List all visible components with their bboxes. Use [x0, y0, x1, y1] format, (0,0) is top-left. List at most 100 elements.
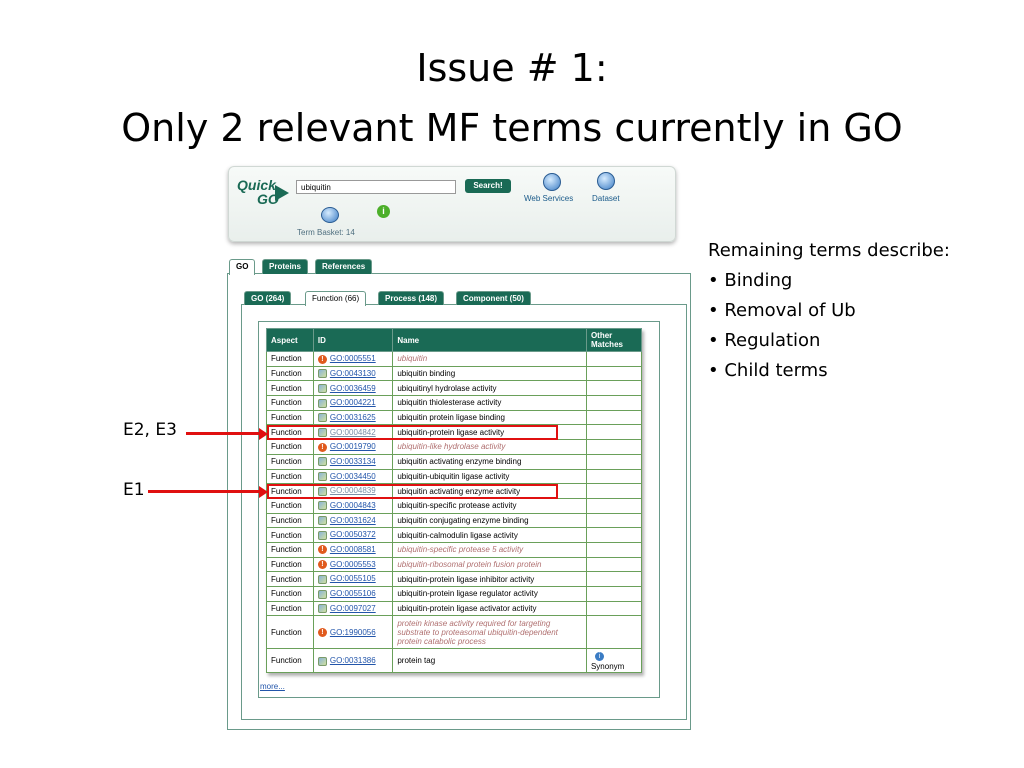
search-input[interactable]: ubiquitin — [296, 180, 456, 194]
term-icon[interactable] — [317, 589, 327, 599]
arrow-e2-e3-head-icon — [259, 428, 268, 440]
tab-references[interactable]: References — [315, 259, 373, 274]
dataset-globe-icon[interactable] — [597, 172, 615, 190]
term-icon[interactable] — [317, 369, 327, 379]
go-id-link[interactable]: GO:0005551 — [329, 354, 376, 364]
go-id-link[interactable]: GO:0033134 — [329, 456, 376, 466]
term-icon[interactable] — [317, 574, 327, 584]
dataset-link[interactable]: Dataset — [592, 194, 620, 203]
info-icon[interactable]: i — [377, 205, 390, 218]
aspect-cell: Function — [266, 512, 314, 529]
synonym-info-icon[interactable]: i — [594, 651, 604, 661]
go-id-link[interactable]: GO:0097027 — [329, 603, 376, 613]
note-bullet-binding: • Binding — [708, 270, 793, 291]
web-services-link[interactable]: Web Services — [524, 194, 574, 203]
warning-icon[interactable]: ! — [317, 545, 327, 555]
term-icon[interactable] — [317, 457, 327, 467]
go-id-link[interactable]: GO:0004839 — [329, 486, 376, 496]
term-icon[interactable] — [317, 413, 327, 423]
term-icon[interactable] — [317, 501, 327, 511]
id-cell: GO:0055105 — [312, 571, 394, 587]
id-cell: !GO:0008581 — [312, 541, 394, 558]
aspect-cell: Function — [266, 468, 314, 485]
tab-proteins[interactable]: Proteins — [262, 259, 309, 274]
term-name-cell: ubiquitin-specific protease activity — [392, 497, 587, 514]
id-cell: GO:0031624 — [312, 512, 394, 529]
go-id-link[interactable]: GO:0004843 — [329, 501, 376, 511]
go-id-link[interactable]: GO:0043130 — [329, 368, 376, 378]
more-link[interactable]: more... — [260, 682, 285, 691]
go-id-link[interactable]: GO:0036459 — [329, 383, 376, 393]
tab-component[interactable]: Component (50) — [456, 291, 531, 305]
go-id-link[interactable]: GO:0008581 — [329, 545, 376, 555]
term-name-cell: protein kinase activity required for tar… — [392, 615, 587, 650]
go-id-link[interactable]: GO:0055105 — [329, 574, 376, 584]
go-id-link[interactable]: GO:0031625 — [329, 412, 376, 422]
warning-icon[interactable]: ! — [317, 560, 327, 570]
tab-process[interactable]: Process (148) — [378, 291, 445, 305]
term-basket-link[interactable]: Term Basket: 14 — [297, 228, 355, 237]
go-id-link[interactable]: GO:0004842 — [329, 427, 376, 437]
header-name: Name — [392, 328, 587, 352]
term-icon[interactable] — [317, 398, 327, 408]
other-matches-cell — [585, 512, 643, 529]
label-e2-e3: E2, E3 — [123, 420, 177, 440]
term-icon[interactable] — [317, 427, 327, 437]
logo-arrow-icon — [275, 185, 289, 201]
quickgo-logo[interactable]: Quick GO — [235, 175, 295, 209]
term-icon[interactable] — [317, 530, 327, 540]
term-icon[interactable] — [317, 472, 327, 482]
other-matches-cell — [585, 497, 643, 514]
id-cell: GO:0004843 — [312, 497, 394, 514]
aspect-cell: Function — [266, 586, 314, 602]
search-button[interactable]: Search! — [465, 179, 511, 193]
term-icon[interactable] — [317, 656, 327, 666]
go-id-link[interactable]: GO:1990056 — [329, 627, 376, 637]
header-other-matches: Other Matches — [585, 328, 643, 352]
header-id: ID — [312, 328, 394, 352]
tab-function[interactable]: Function (66) — [305, 291, 367, 306]
go-id-link[interactable]: GO:0031624 — [329, 515, 376, 525]
other-matches-cell — [585, 556, 643, 573]
warning-icon[interactable]: ! — [317, 354, 327, 364]
tab-go[interactable]: GO — [229, 259, 256, 275]
web-services-globe-icon[interactable] — [543, 173, 561, 191]
warning-icon[interactable]: ! — [317, 442, 327, 452]
tab-go-all[interactable]: GO (264) — [244, 291, 292, 305]
other-matches-cell — [585, 409, 643, 426]
go-id-link[interactable]: GO:0019790 — [329, 442, 376, 452]
term-icon[interactable] — [317, 486, 327, 496]
term-icon[interactable] — [317, 604, 327, 614]
term-icon[interactable] — [317, 383, 327, 393]
term-icon[interactable] — [317, 516, 327, 526]
go-id-link[interactable]: GO:0055106 — [329, 589, 376, 599]
go-id-link[interactable]: GO:0034450 — [329, 471, 376, 481]
go-id-link[interactable]: GO:0005553 — [329, 559, 376, 569]
warning-icon[interactable]: ! — [317, 628, 327, 638]
go-id-link[interactable]: GO:0031386 — [329, 656, 376, 666]
go-id-link[interactable]: GO:0050372 — [329, 530, 376, 540]
term-basket-icon[interactable] — [321, 207, 339, 223]
aspect-cell: Function — [266, 409, 314, 426]
go-id-link[interactable]: GO:0004221 — [329, 398, 376, 408]
